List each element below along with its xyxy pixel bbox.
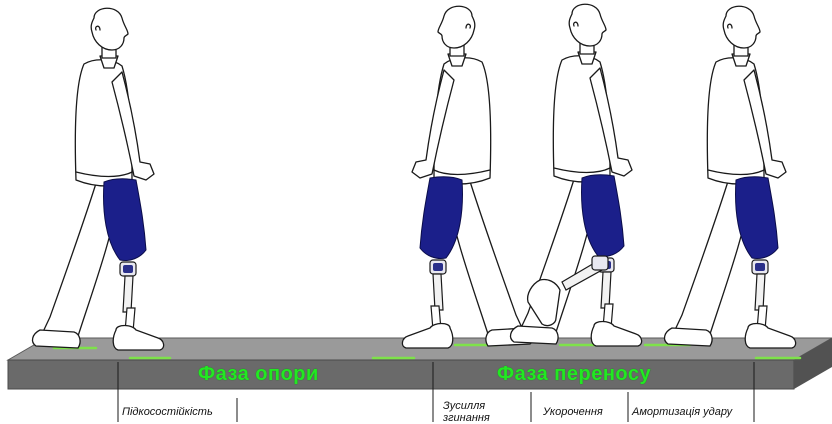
subphase-label-shortening: Укорочення [543, 406, 603, 418]
subphase-label-flexion-force: Зусилля згинання [443, 400, 529, 424]
walking-figure-2 [402, 6, 533, 348]
phase-label-swing: Фаза переносу [497, 363, 651, 386]
subphase-label-shock-absorption: Амортизація удару [632, 406, 732, 418]
walking-figure-4 [665, 6, 796, 348]
walking-figure-1 [33, 8, 164, 350]
phase-label-support: Фаза опори [198, 363, 319, 386]
subphase-label-stance-stability: Підкосостійкість [122, 406, 213, 418]
